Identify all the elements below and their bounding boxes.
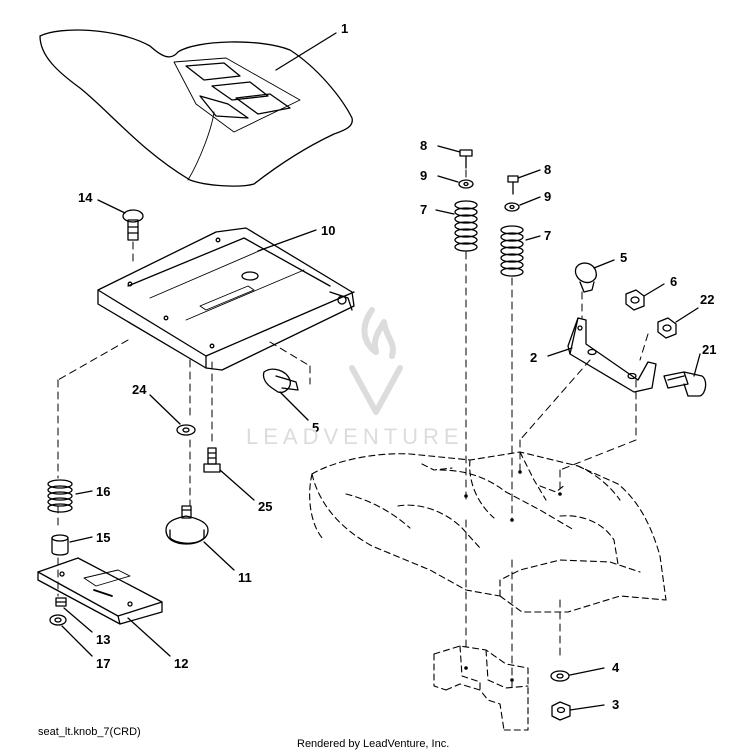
callout-14: 14 — [78, 190, 93, 205]
lower-frame-bracket — [433, 645, 529, 731]
leader-6 — [643, 283, 665, 297]
leader-3 — [569, 704, 605, 711]
leader-4 — [569, 667, 605, 676]
bolt-8-left — [459, 149, 473, 169]
washer-17 — [49, 614, 67, 626]
seat-bracket — [567, 317, 657, 393]
shoulder-bolt — [203, 447, 221, 473]
washer-4 — [550, 670, 570, 682]
washer-24 — [176, 424, 196, 436]
leader-1 — [275, 32, 337, 71]
callout-9-left: 9 — [420, 168, 427, 183]
spacer-15 — [51, 534, 69, 556]
lower-frame-holes — [464, 666, 514, 682]
callout-25: 25 — [258, 499, 272, 514]
callout-4: 4 — [612, 660, 620, 675]
callout-5-right: 5 — [620, 250, 627, 265]
leader-11 — [203, 541, 235, 571]
leader-7-right — [525, 235, 541, 241]
knob-clip-right — [574, 262, 597, 293]
callout-3: 3 — [612, 697, 619, 712]
callout-17: 17 — [96, 656, 110, 671]
nut-22 — [657, 317, 677, 339]
callout-13: 13 — [96, 632, 110, 647]
callout-12: 12 — [174, 656, 188, 671]
slide-plate — [37, 557, 163, 625]
spring-7-left — [454, 200, 478, 252]
leader-22 — [675, 307, 699, 323]
watermark-text: LEADVENTURE — [246, 424, 464, 449]
knob-clip-left — [262, 368, 299, 394]
nut-13 — [55, 597, 67, 607]
leader-14 — [97, 199, 126, 214]
leader-16 — [75, 490, 93, 495]
callout-24: 24 — [132, 382, 147, 397]
leader-21 — [693, 353, 701, 377]
callout-10: 10 — [321, 223, 335, 238]
leader-5-left — [279, 391, 309, 421]
alignment-lines-right — [465, 169, 649, 691]
carriage-bolt — [122, 209, 144, 241]
nut-6 — [625, 289, 645, 311]
callout-6: 6 — [670, 274, 677, 289]
leader-15 — [69, 536, 93, 543]
callout-15: 15 — [96, 530, 110, 545]
leader-12 — [127, 617, 171, 657]
callout-2: 2 — [530, 350, 537, 365]
washer-9-left — [458, 179, 474, 189]
washer-9-right — [504, 202, 520, 212]
alignment-lines-left — [57, 241, 311, 597]
leader-2 — [547, 347, 573, 357]
callout-22: 22 — [700, 292, 714, 307]
nut-3 — [551, 701, 571, 721]
callout-7-left: 7 — [420, 202, 427, 217]
leader-24 — [149, 394, 181, 425]
leader-9-right — [519, 196, 541, 206]
callout-16: 16 — [96, 484, 110, 499]
callout-21: 21 — [702, 342, 716, 357]
leader-13 — [63, 607, 93, 633]
callout-8-right: 8 — [544, 162, 551, 177]
callout-8-left: 8 — [420, 138, 427, 153]
leader-9-left — [437, 175, 459, 183]
leader-8-left — [437, 145, 461, 153]
spring-7-right — [500, 225, 524, 277]
spring-16 — [47, 479, 73, 513]
callout-11: 11 — [238, 570, 252, 585]
leader-5-right — [593, 259, 615, 269]
callout-5-left: 5 — [312, 420, 319, 435]
leader-8-right — [517, 169, 541, 179]
seat — [39, 29, 353, 187]
watermark-logo — [349, 307, 403, 415]
seat-pan — [97, 227, 355, 371]
callout-9-right: 9 — [544, 189, 551, 204]
callout-1: 1 — [341, 21, 348, 36]
shoulder-bolt-21 — [663, 371, 707, 397]
adjustment-knob — [165, 505, 209, 545]
bolt-8-right — [507, 175, 519, 195]
leader-25 — [219, 469, 255, 501]
leader-7-left — [435, 209, 455, 215]
leader-10 — [257, 229, 317, 252]
diagram-reference-code: seat_lt.knob_7(CRD) — [38, 726, 141, 738]
callout-7-right: 7 — [544, 228, 551, 243]
callout-labels: 1 10 14 24 25 5 16 15 11 13 17 12 8 9 7 … — [78, 21, 716, 712]
tractor-fender — [309, 451, 667, 613]
render-credit: Rendered by LeadVenture, Inc. — [297, 738, 450, 750]
leader-17 — [61, 625, 93, 657]
fender-mount-holes — [464, 470, 562, 522]
